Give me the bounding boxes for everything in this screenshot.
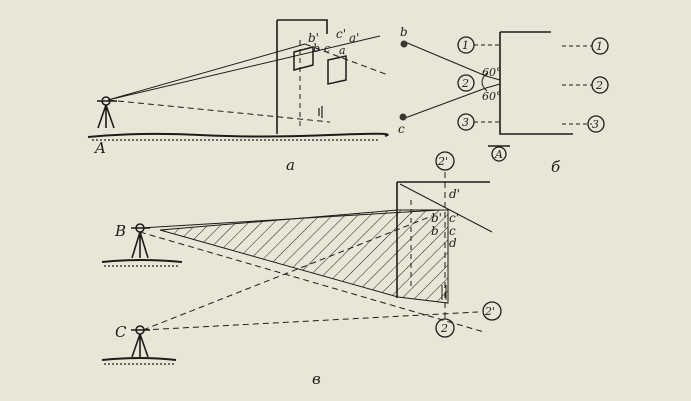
label-c-prime: c' [336, 27, 346, 41]
marker-left-3: 3 [457, 113, 500, 131]
hatched-region [159, 209, 449, 304]
mark-ticks-c [441, 285, 447, 300]
sight-B-upper [139, 209, 441, 229]
figure-b: b c 60° 60° 1 2 3 1 2 [398, 25, 609, 176]
label-a: a [339, 44, 346, 57]
sight-lines-b-join [485, 75, 501, 89]
marker-A: A [488, 145, 510, 162]
label-point-c: c [398, 122, 405, 136]
angle-upper: 60° [482, 66, 502, 79]
label-c-c: c [449, 224, 456, 238]
caption-a: а [286, 156, 295, 174]
sight-line-low [107, 99, 331, 123]
svg-text:2': 2' [437, 155, 448, 168]
marker-2prime-right: 2' [482, 301, 502, 321]
svg-text:1: 1 [462, 39, 469, 52]
theodolite-a [97, 96, 117, 129]
caption-c: в [312, 370, 321, 388]
svg-text:3: 3 [462, 116, 469, 129]
figure-a: A b' c' a' b c a а [87, 19, 389, 174]
marker-2-bottom: 2 [435, 318, 455, 338]
sight-line-c [107, 43, 306, 101]
window-right [327, 55, 347, 85]
label-b-c: b [431, 224, 439, 238]
sight-line-b [107, 35, 381, 101]
point-b [400, 40, 408, 48]
theodolite-C [131, 325, 150, 358]
ground-line-a [87, 132, 389, 138]
window-left [293, 46, 314, 71]
label-b-prime-c: b' [431, 211, 442, 225]
label-c: c [324, 42, 330, 55]
label-d-prime: d' [449, 187, 460, 201]
wall-plan-b [499, 32, 573, 135]
svg-text:2: 2 [595, 79, 603, 92]
marker-left-2: 2 [457, 74, 475, 92]
wall-c-diagonal [399, 183, 493, 233]
marker-right-2: 2 [562, 76, 609, 94]
label-B: B [114, 222, 126, 240]
angle-arc [481, 72, 488, 92]
label-b: b [313, 42, 320, 55]
svg-text:2: 2 [461, 77, 469, 90]
svg-text:3: 3 [592, 118, 599, 131]
svg-text:1: 1 [596, 40, 603, 53]
sight-line-continuation [304, 43, 389, 76]
label-d-c: d [449, 236, 457, 250]
sight-C-upper [142, 215, 433, 331]
svg-text:A: A [494, 148, 503, 161]
sight-C-right [142, 311, 479, 331]
mark-ticks [318, 106, 323, 118]
marker-2prime-top: 2' [435, 151, 455, 171]
theodolite-B [131, 223, 150, 259]
marker-left-1: 1 [457, 36, 500, 54]
svg-text:2: 2 [440, 322, 448, 335]
label-c-prime-c: c' [449, 211, 459, 225]
angle-lower: 60° [482, 90, 502, 103]
label-a-prime: a' [349, 31, 359, 45]
sight-lines-b [404, 41, 487, 119]
label-C: C [115, 323, 127, 341]
wall-top [277, 19, 328, 34]
caption-b: б [551, 158, 561, 176]
ground-C [101, 357, 177, 361]
figure-c: B C d' c' b' c b d 2' 2 2' в [101, 151, 502, 388]
marker-right-1: 1 [562, 37, 609, 55]
label-b-prime: b' [308, 31, 319, 45]
label-A: A [93, 139, 106, 157]
marker-right-3: 3 [562, 115, 605, 133]
label-point-b: b [400, 25, 408, 39]
point-c [399, 113, 407, 121]
ground-B [101, 259, 183, 263]
svg-text:2': 2' [484, 305, 495, 318]
